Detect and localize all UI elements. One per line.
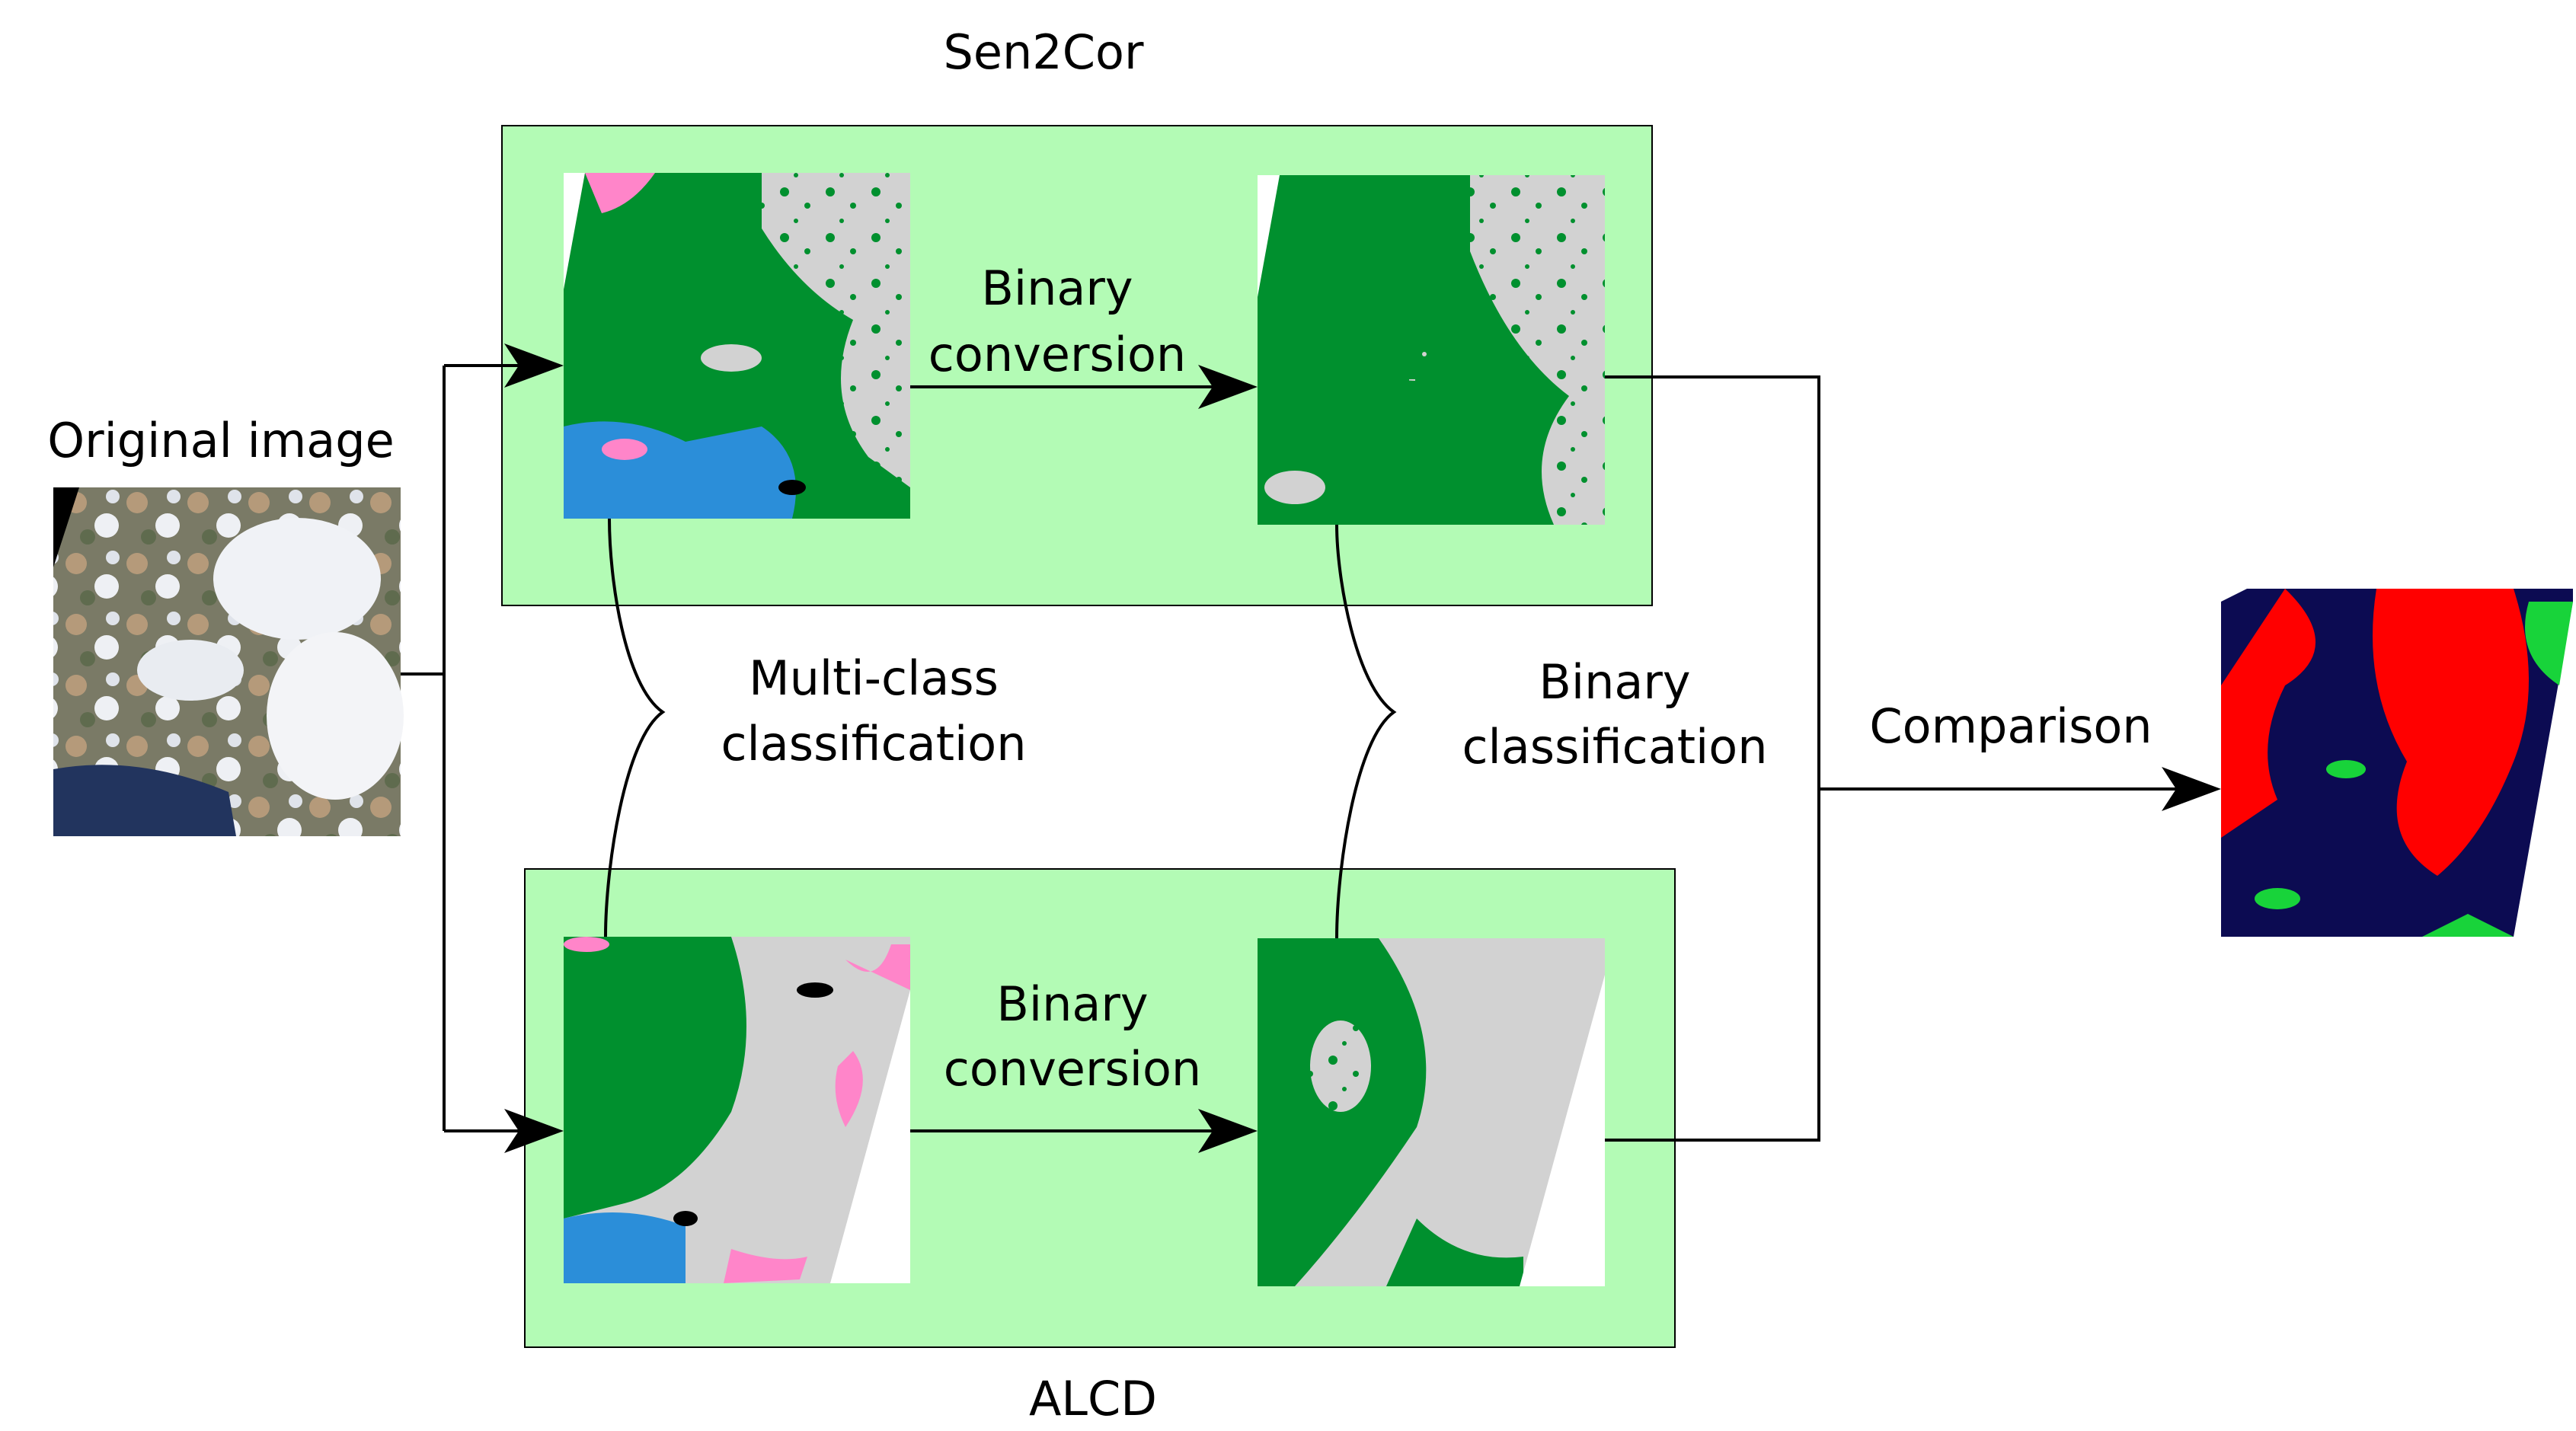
sen2cor-binary-map [1258, 175, 1605, 525]
sen2cor-multiclass-map [564, 173, 910, 519]
original-image [53, 487, 404, 836]
comparison-map [2221, 589, 2573, 937]
arrowhead-to-alcd [504, 1109, 564, 1153]
connectors [401, 364, 2178, 1142]
binary-classification-line1: Binary [1539, 654, 1690, 710]
binary-classification-line2: classification [1462, 719, 1767, 775]
alcd-title: ALCD [1029, 1371, 1157, 1426]
sen2cor-title: Sen2Cor [944, 24, 1144, 80]
alcd-binary-map [1258, 938, 1605, 1286]
binary-conversion-bottom-line2: conversion [944, 1041, 1201, 1097]
multi-class-classification-line1: Multi-class [749, 650, 999, 706]
binary-conversion-bottom-line1: Binary [996, 976, 1148, 1032]
arrowhead-to-sen2cor [504, 343, 564, 388]
alcd-multiclass-map [564, 937, 910, 1283]
arrowheads [504, 343, 2221, 1153]
multi-class-classification-line2: classification [721, 716, 1026, 771]
binary-conversion-top-line2: conversion [928, 327, 1186, 382]
original-image-label: Original image [47, 413, 394, 468]
arrowhead-comparison [2162, 767, 2221, 811]
arrowhead-binary-conversion-top [1198, 365, 1258, 409]
binary-conversion-top-line1: Binary [981, 260, 1133, 316]
arrowhead-binary-conversion-bottom [1198, 1109, 1258, 1153]
comparison-label: Comparison [1869, 698, 2152, 754]
